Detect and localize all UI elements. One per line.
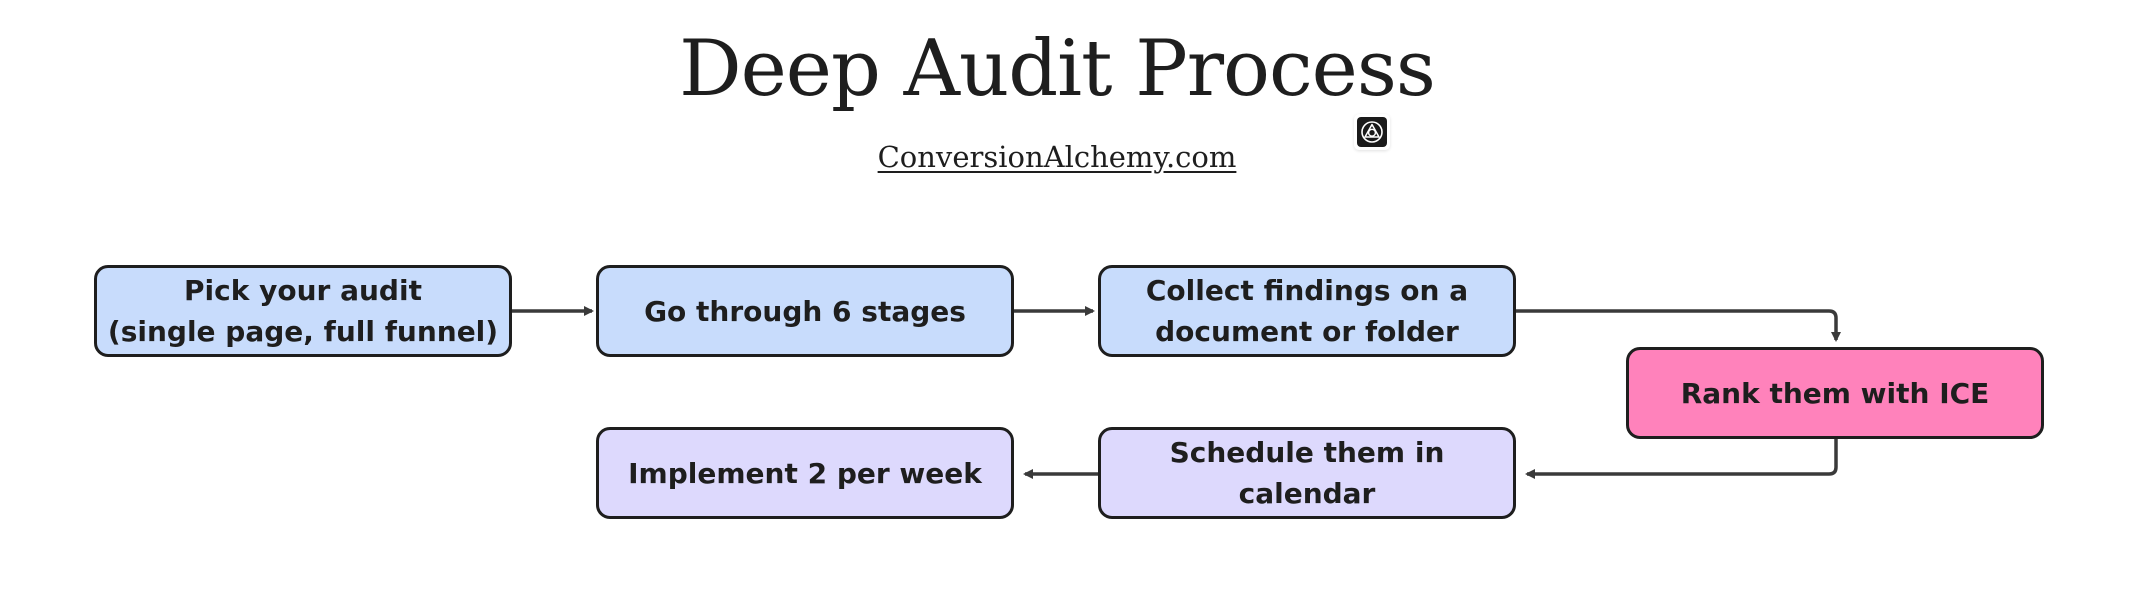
step-label: Collect findings on a document or folder (1145, 274, 1469, 348)
step-go-through-stages[interactable]: Go through 6 stages (596, 265, 1014, 357)
page-title: Deep Audit Process (679, 24, 1436, 114)
step-rank-ice[interactable]: Rank them with ICE (1626, 347, 2044, 439)
step-collect-findings[interactable]: Collect findings on a document or folder (1098, 265, 1516, 357)
step-label: Schedule them in calendar (1169, 436, 1445, 510)
logo-badge (1354, 114, 1390, 150)
step-label: Implement 2 per week (628, 456, 982, 490)
step-label: Go through 6 stages (644, 294, 966, 328)
step-label: Rank them with ICE (1680, 376, 1990, 410)
step-implement-weekly[interactable]: Implement 2 per week (596, 427, 1014, 519)
step-schedule-calendar[interactable]: Schedule them in calendar (1098, 427, 1516, 519)
step-label: Pick your audit (single page, full funne… (107, 274, 499, 348)
alchemy-triangle-icon-graphic (1361, 121, 1383, 143)
site-link[interactable]: ConversionAlchemy.com (877, 140, 1237, 174)
step-pick-audit[interactable]: Pick your audit (single page, full funne… (94, 265, 512, 357)
alchemy-triangle-icon (1357, 117, 1387, 147)
connector-step3-to-step4 (1515, 309, 1841, 342)
connector-step4-to-step5 (1525, 436, 1838, 479)
